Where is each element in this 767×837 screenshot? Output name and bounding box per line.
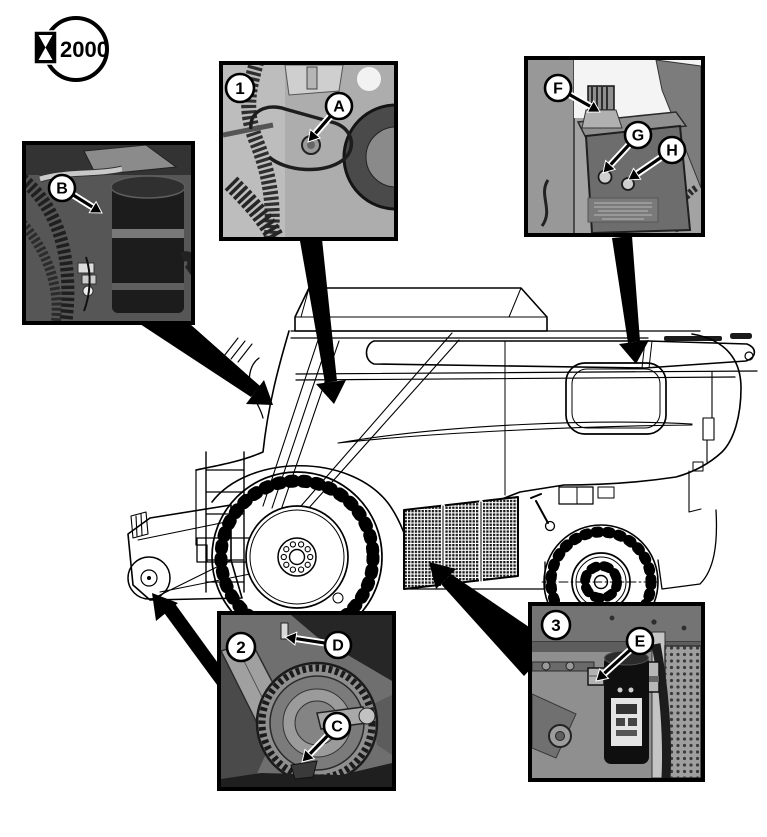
label-glyph (616, 704, 637, 714)
pipe-fitting (565, 661, 575, 671)
filter-mark (617, 687, 623, 693)
fitting-center (307, 141, 315, 149)
svg-text:A: A (333, 99, 345, 116)
wire (83, 256, 91, 312)
boss-center (555, 731, 565, 741)
combine-body (127, 287, 758, 601)
interval-value: 2000 (60, 37, 109, 62)
callout-E: E (595, 626, 655, 682)
svg-text:3: 3 (551, 616, 560, 635)
clamp-band-2 (112, 283, 184, 290)
callout-G: G (602, 120, 653, 174)
rail (532, 642, 701, 652)
canister (112, 185, 184, 313)
svg-text:1: 1 (235, 79, 244, 98)
connector-arrow-inset3 (429, 562, 554, 676)
inset-photo-fgh: F G H (524, 56, 705, 237)
corrugated-hose (26, 173, 75, 321)
cable (540, 179, 550, 227)
bolt (306, 66, 318, 90)
callout-F: F (543, 73, 601, 113)
hourglass-bottom (38, 47, 53, 60)
svg-text:B: B (56, 181, 68, 198)
shaft-end (358, 707, 376, 725)
filter-mark (628, 687, 634, 693)
connector-arrow-insetB (140, 324, 273, 405)
bolt (651, 619, 657, 625)
inset-3-photo: 3 E (532, 606, 701, 778)
connector-arrow-inset2 (152, 593, 223, 693)
plug-h (621, 177, 635, 191)
chrome-tube (39, 166, 123, 182)
inset-photo-2: 2 D C (217, 611, 396, 791)
inset-photo-3: 3 E (528, 602, 705, 782)
interval-badge-graphic: 2000 (33, 16, 109, 82)
bracket (83, 145, 178, 176)
warning-label (587, 197, 659, 223)
clamp-band (112, 229, 184, 238)
svg-text:G: G (632, 128, 644, 145)
cap-knurl (591, 86, 608, 110)
svg-text:2: 2 (236, 638, 245, 657)
service-interval-badge: 2000 (30, 14, 116, 86)
bracket-c (290, 760, 318, 780)
hose (651, 643, 672, 778)
u-tube (249, 105, 354, 172)
svg-text:C: C (331, 719, 343, 736)
callout-H: H (627, 135, 687, 181)
front-wheel (211, 471, 383, 643)
bolt (681, 625, 687, 631)
pipe (532, 661, 595, 672)
inset-b-photo: B (26, 145, 191, 321)
canister-top (110, 175, 186, 199)
svg-text:F: F (553, 81, 563, 98)
bolt (609, 615, 615, 621)
callout-C: C (301, 711, 352, 763)
inset-photo-b: B (22, 141, 195, 325)
inset-photo-1: 1 A (219, 61, 398, 241)
corrugated-hose (241, 65, 280, 237)
inset-1-photo: 1 A (223, 65, 394, 237)
shadow-left (221, 651, 269, 787)
bolt-d (280, 622, 289, 640)
label-glyph (616, 730, 637, 736)
label-glyph (616, 718, 625, 726)
hose-stub (180, 251, 191, 275)
inset-fgh-photo: F G H (528, 60, 701, 233)
pulley-center (365, 126, 394, 188)
svg-text:H: H (666, 143, 678, 160)
tube (223, 122, 274, 138)
label-text-lines (594, 202, 652, 220)
svg-text:E: E (635, 634, 646, 651)
number-badge-3: 3 (540, 609, 572, 641)
number-badge-1: 1 (224, 72, 256, 104)
corrugated-hose-2 (224, 176, 283, 237)
connector-arrow-inset1 (300, 239, 346, 404)
label-glyph (628, 718, 637, 726)
svg-text:D: D (332, 638, 344, 655)
connector-arrows (140, 236, 649, 693)
callout-A: A (307, 91, 354, 143)
connector (77, 262, 95, 274)
pipe-fitting (541, 661, 551, 671)
number-badge-2: 2 (225, 631, 257, 663)
cap-neck (581, 109, 623, 129)
hose-band (644, 676, 659, 682)
callout-B: B (47, 173, 103, 214)
callout-D: D (284, 630, 353, 660)
connector-arrow-insetFGH (612, 236, 649, 364)
inset-2-photo: 2 D C (221, 615, 392, 787)
highlight (357, 67, 381, 91)
hourglass-top (38, 35, 53, 48)
corrugated-hose-2 (26, 219, 62, 321)
